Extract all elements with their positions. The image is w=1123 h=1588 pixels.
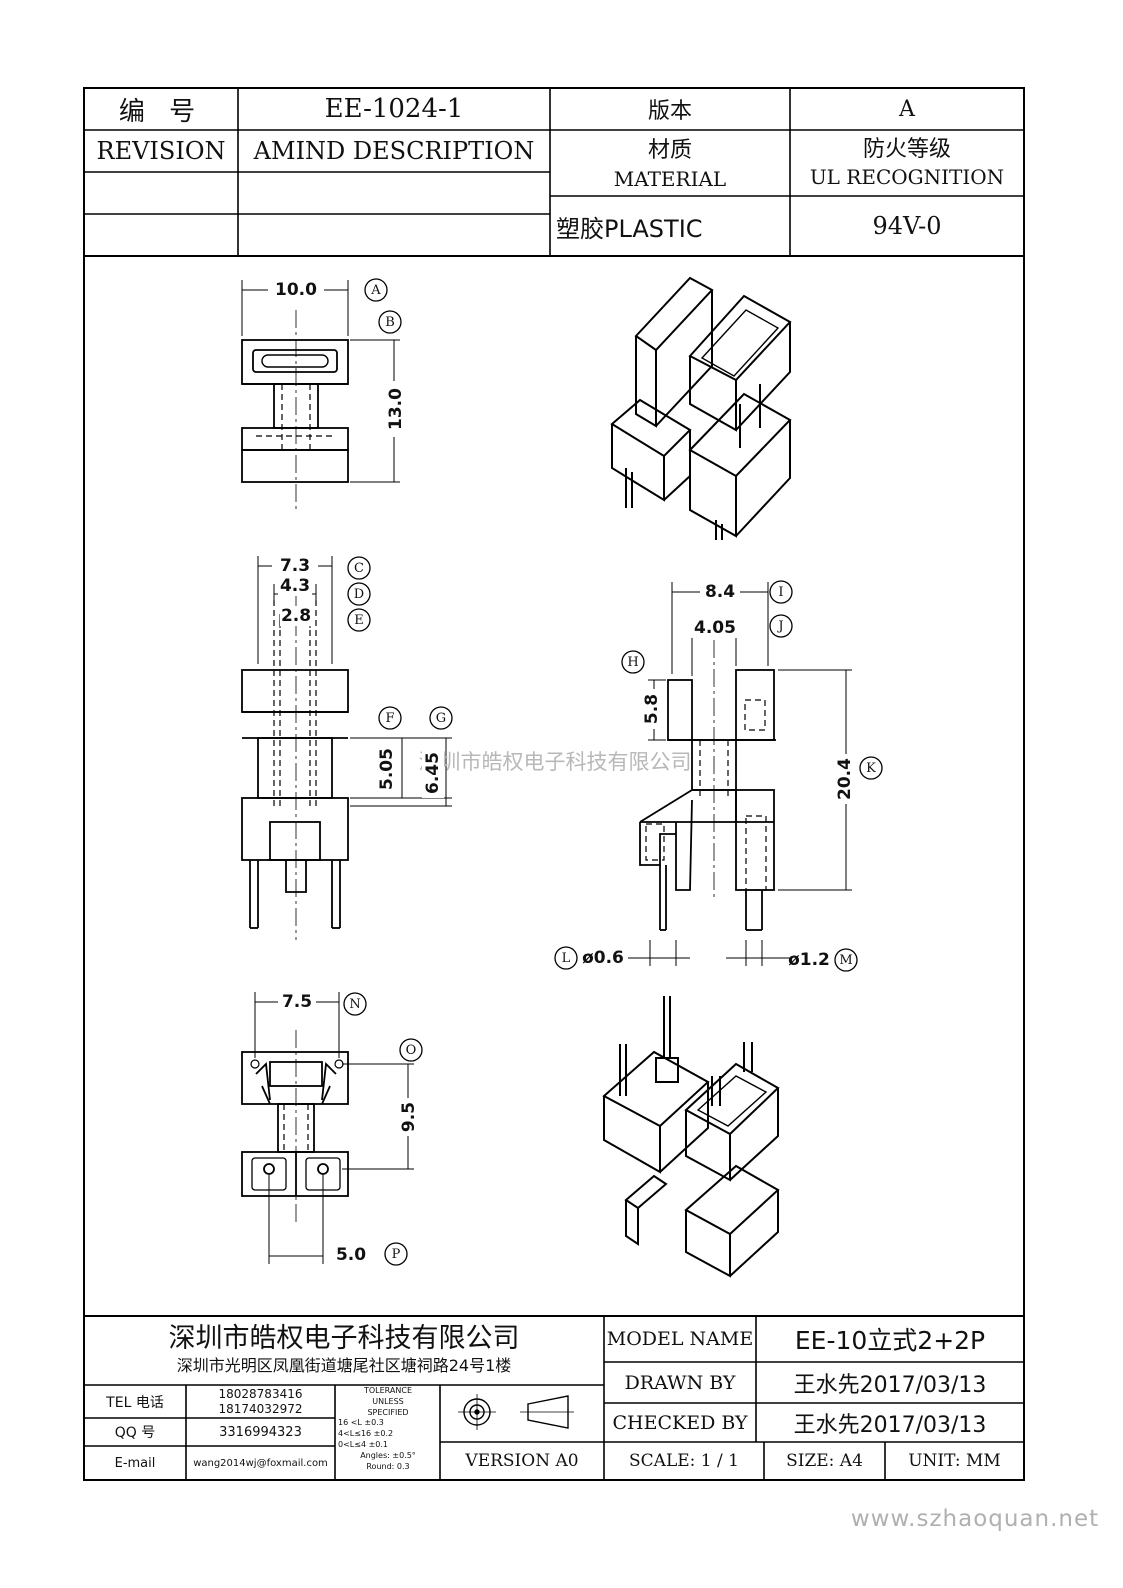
dim-pin-1-2: ø1.2: [788, 950, 830, 970]
tel-value-2: 18174032972: [218, 1402, 303, 1416]
isometric-view-top: [610, 276, 792, 540]
checked-by-value: 王水先2017/03/13: [793, 1412, 987, 1438]
isometric-view-bottom: [602, 996, 780, 1278]
qq-value: 3316994323: [219, 1424, 302, 1440]
qq-label: QQ 号: [114, 1425, 156, 1441]
company-name: 深圳市皓权电子科技有限公司: [168, 1322, 520, 1354]
site-watermark: www.szhaoquan.net: [850, 1506, 1100, 1532]
drawing-number-label: 编 号: [118, 96, 204, 127]
dim-height-13: 13.0: [385, 381, 407, 437]
checked-by-label: CHECKED BY: [612, 1411, 748, 1434]
model-name-value: EE-10立式2+2P: [794, 1326, 986, 1355]
dim-width-10: 10.0: [268, 279, 324, 301]
tolerance-row-2: 4<L≤16 ±0.2: [338, 1429, 394, 1439]
scale-field: SCALE: 1 / 1: [629, 1451, 739, 1471]
tolerance-unless: UNLESS: [372, 1396, 404, 1406]
fire-rating-label-en: UL RECOGNITION: [809, 165, 1005, 189]
email-value: wang2014wj@foxmail.com: [193, 1457, 328, 1469]
version-label: 版本: [647, 99, 692, 124]
dim-8-4: 8.4: [700, 581, 740, 603]
tolerance-specified: SPECIFIED: [367, 1407, 409, 1417]
callout-m: M: [839, 952, 853, 968]
material-value: 塑胶PLASTIC: [556, 214, 703, 243]
drawing-number-value: EE-1024-1: [324, 94, 464, 124]
callout-e: E: [354, 612, 364, 628]
callout-d: D: [353, 586, 365, 602]
tel-values: 18028783416 18174032972: [186, 1387, 335, 1417]
drawn-by-value: 王水先2017/03/13: [793, 1372, 987, 1398]
material-label-cn: 材质: [647, 138, 692, 163]
tel-value-1: 18028783416: [218, 1387, 303, 1401]
callout-l: L: [561, 950, 571, 966]
bottom-view: [241, 992, 414, 1264]
company-address: 深圳市光明区凤凰街道塘尾社区塘祠路24号1楼: [176, 1356, 512, 1375]
fire-rating-label-cn: 防火等级: [862, 137, 951, 162]
callout-i: I: [778, 584, 784, 600]
dim-2-8: 2.8: [280, 606, 312, 626]
amind-description-label: AMIND DESCRIPTION: [253, 137, 535, 165]
projection-symbol-icon: [458, 1394, 574, 1430]
dim-5-05: 5.05: [376, 744, 398, 794]
size-field: SIZE: A4: [786, 1451, 863, 1471]
callout-f: F: [385, 710, 395, 726]
fire-rating-value: 94V-0: [872, 212, 942, 240]
tolerance-row-1: 16 <L ±0.3: [338, 1418, 384, 1428]
callout-a: A: [371, 282, 381, 298]
dim-pin-0-6: ø0.6: [582, 948, 624, 968]
tolerance-round: Round: 0.3: [366, 1461, 410, 1471]
dim-20-4: 20.4: [834, 754, 856, 804]
dim-7-5: 7.5: [278, 991, 316, 1013]
company-watermark: 深圳市皓权电子科技有限公司: [418, 750, 692, 774]
tolerance-title: TOLERANCE: [363, 1386, 413, 1395]
callout-j: J: [778, 618, 784, 634]
dim-5-0: 5.0: [330, 1244, 372, 1266]
dim-5-8: 5.8: [641, 689, 663, 729]
side-view: [628, 582, 852, 966]
version-field: VERSION A0: [465, 1451, 579, 1471]
dim-4-05: 4.05: [690, 618, 740, 638]
tel-label: TEL 电话: [106, 1394, 164, 1411]
unit-field: UNIT: MM: [908, 1451, 1001, 1471]
drawn-by-label: DRAWN BY: [624, 1371, 736, 1394]
callout-n: N: [349, 996, 361, 1012]
material-label-en: MATERIAL: [613, 167, 727, 191]
callout-b: B: [385, 314, 395, 330]
callout-k: K: [866, 760, 876, 776]
revision-label: REVISION: [96, 137, 226, 165]
tolerance-table: TOLERANCE UNLESS SPECIFIED 16 <L ±0.3 4<…: [338, 1386, 438, 1472]
top-view: [241, 280, 400, 512]
model-name-label: MODEL NAME: [606, 1328, 754, 1350]
callout-g: G: [435, 710, 447, 726]
dim-6-45: 6.45: [422, 748, 444, 798]
dim-4-3: 4.3: [278, 576, 312, 596]
callout-c: C: [354, 560, 364, 576]
callout-p: P: [391, 1246, 401, 1262]
email-label: E-mail: [114, 1455, 156, 1471]
dim-7-3: 7.3: [272, 555, 318, 577]
version-value: A: [899, 96, 915, 122]
callout-o: O: [405, 1042, 417, 1058]
callout-h: H: [627, 654, 639, 670]
dim-9-5: 9.5: [398, 1098, 420, 1136]
tolerance-row-3: 0<L≤4 ±0.1: [338, 1439, 389, 1449]
tolerance-angles: Angles: ±0.5°: [360, 1450, 416, 1460]
